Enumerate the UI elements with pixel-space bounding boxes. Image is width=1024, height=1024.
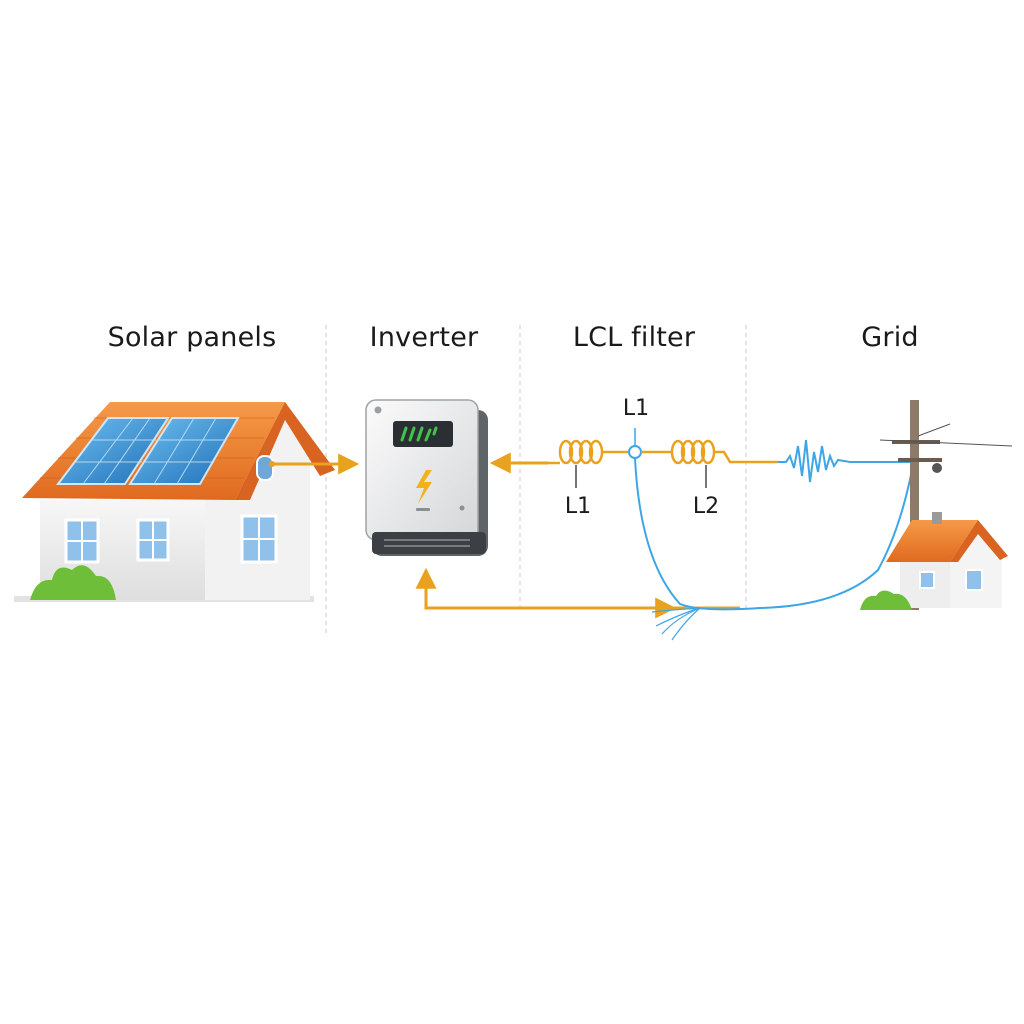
arrow-origin-dot [269,461,275,467]
coil-label-l1: L1 [564,494,592,519]
inductor-coil-l1 [548,439,628,465]
pole-shaft [910,400,919,610]
pole-transformer [932,463,942,473]
coil-label-l2: L2 [692,494,720,519]
pole-crossarm-bottom [898,458,942,462]
inverter-logo [416,508,430,511]
inverter-display [393,421,453,447]
small-window-2 [965,569,983,591]
section-title-solar-panels: Solar panels [107,322,277,353]
bush [30,565,116,600]
small-house-roof [886,520,978,562]
return-blue-line [634,457,913,611]
grid-waveform [778,439,880,483]
section-title-grid: Grid [861,322,919,353]
filter-node [628,445,642,459]
utility-pole [879,400,1013,610]
lcl-filter [489,428,778,488]
section-dividers [325,325,747,635]
small-house [860,512,1008,610]
house-windows [64,514,278,564]
lightning-icon [416,470,432,504]
small-bush [860,590,912,610]
power-line-1 [879,439,1013,447]
small-window-1 [919,571,935,589]
return-path [415,457,913,641]
inverter-led [374,406,382,414]
display-bars [400,426,438,442]
inductor-coil-l2 [641,439,778,465]
return-orange-line [424,570,740,610]
power-line-2 [917,423,951,437]
inverter-box [365,399,488,556]
return-blue-strands [651,607,701,641]
solar-panel-array [55,417,240,485]
house-with-solar-panels [14,402,335,602]
inverter-base [372,532,486,554]
chimney [932,512,942,524]
attic-window [256,455,274,481]
section-title-lcl-filter: LCL filter [572,322,696,353]
section-title-inverter: Inverter [369,322,479,353]
node-label: L1 [622,396,650,421]
